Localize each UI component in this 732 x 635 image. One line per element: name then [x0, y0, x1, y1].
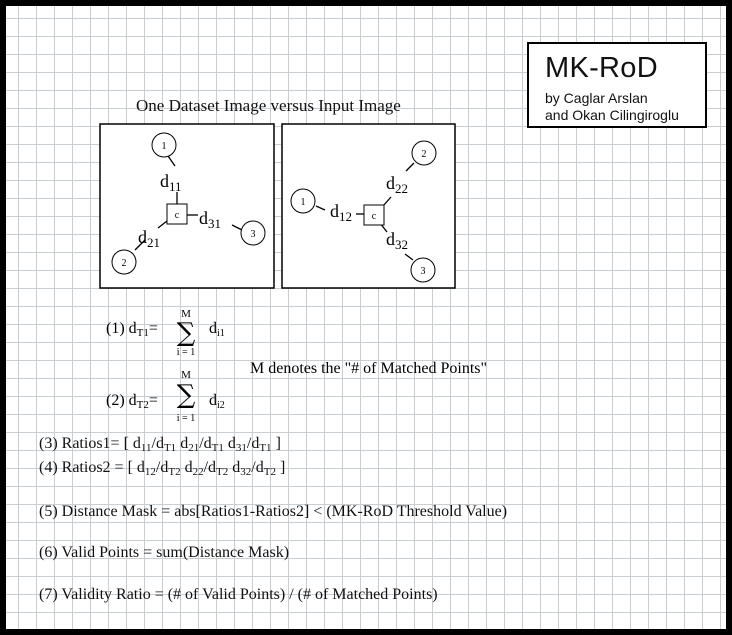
right-node-3-label: 3: [421, 266, 426, 277]
formula-1-term: di1: [209, 320, 225, 339]
right-node-3: [410, 257, 436, 283]
formula-3: (3) Ratios1= [ d11/dT1 d21/dT1 d31/dT1 ]: [39, 435, 281, 454]
formula-7: (7) Validity Ratio = (# of Valid Points)…: [39, 586, 438, 603]
left-edge-label-3: d31: [199, 208, 221, 231]
left-node-2-label: 2: [122, 258, 127, 269]
right-edge-label-3: d32: [386, 229, 408, 252]
right-node-2-label: 2: [422, 149, 427, 160]
left-edge-label-2: d21: [138, 227, 160, 250]
left-node-3-label: 3: [251, 229, 256, 240]
title-box: MK-RoD by Caglar Arslan and Okan Cilingi…: [527, 42, 707, 128]
left-center-link-2: [157, 220, 168, 229]
left-edge-1: [167, 155, 176, 167]
right-center-label: c: [372, 211, 377, 222]
diagram-caption: One Dataset Image versus Input Image: [136, 96, 401, 115]
right-edge-1: [315, 205, 326, 211]
formula-1-upper: M: [181, 308, 191, 320]
formula-5: (5) Distance Mask = abs[Ratios1-Ratios2]…: [39, 503, 508, 520]
formula-1: (1) dT1=: [106, 320, 158, 339]
right-edge-label-1: d12: [330, 201, 352, 224]
formula-2-term: di2: [209, 392, 225, 411]
byline-line-2: and Okan Cilingiroglu: [545, 107, 679, 123]
formula-2-lower: i = 1: [177, 413, 195, 424]
formula-2-upper: M: [181, 369, 191, 381]
formula-2-sigma: ∑: [177, 380, 196, 410]
formula-1-sigma: ∑: [177, 318, 196, 348]
left-node-1-label: 1: [162, 141, 167, 152]
formula-4: (4) Ratios2 = [ d12/dT2 d22/dT2 d32/dT2 …: [39, 459, 286, 478]
right-node-1: [290, 188, 316, 214]
formula-2: (2) dT2=: [106, 392, 158, 411]
right-edge-label-2: d22: [386, 173, 408, 196]
right-edge-3: [404, 253, 414, 261]
left-center-label: c: [175, 210, 180, 221]
m-note: M denotes the "# of Matched Points": [250, 360, 487, 377]
left-node-2: [111, 249, 137, 275]
byline-line-1: by Caglar Arslan: [545, 90, 648, 106]
right-node-1-label: 1: [301, 197, 306, 208]
title: MK-RoD: [545, 52, 658, 84]
left-center-node: [166, 203, 188, 225]
right-node-2: [411, 140, 437, 166]
formula-6: (6) Valid Points = sum(Distance Mask): [39, 544, 290, 561]
left-edge-2: [134, 239, 146, 251]
formula-1-lower: i = 1: [177, 347, 195, 358]
left-edge-3: [231, 224, 243, 231]
right-center-node: [363, 204, 385, 226]
left-node-1: [151, 132, 177, 158]
byline: by Caglar Arslan and Okan Cilingiroglu: [545, 90, 679, 124]
left-edge-label-1: d11: [160, 171, 182, 194]
right-edge-2: [405, 162, 415, 172]
left-node-3: [240, 220, 266, 246]
